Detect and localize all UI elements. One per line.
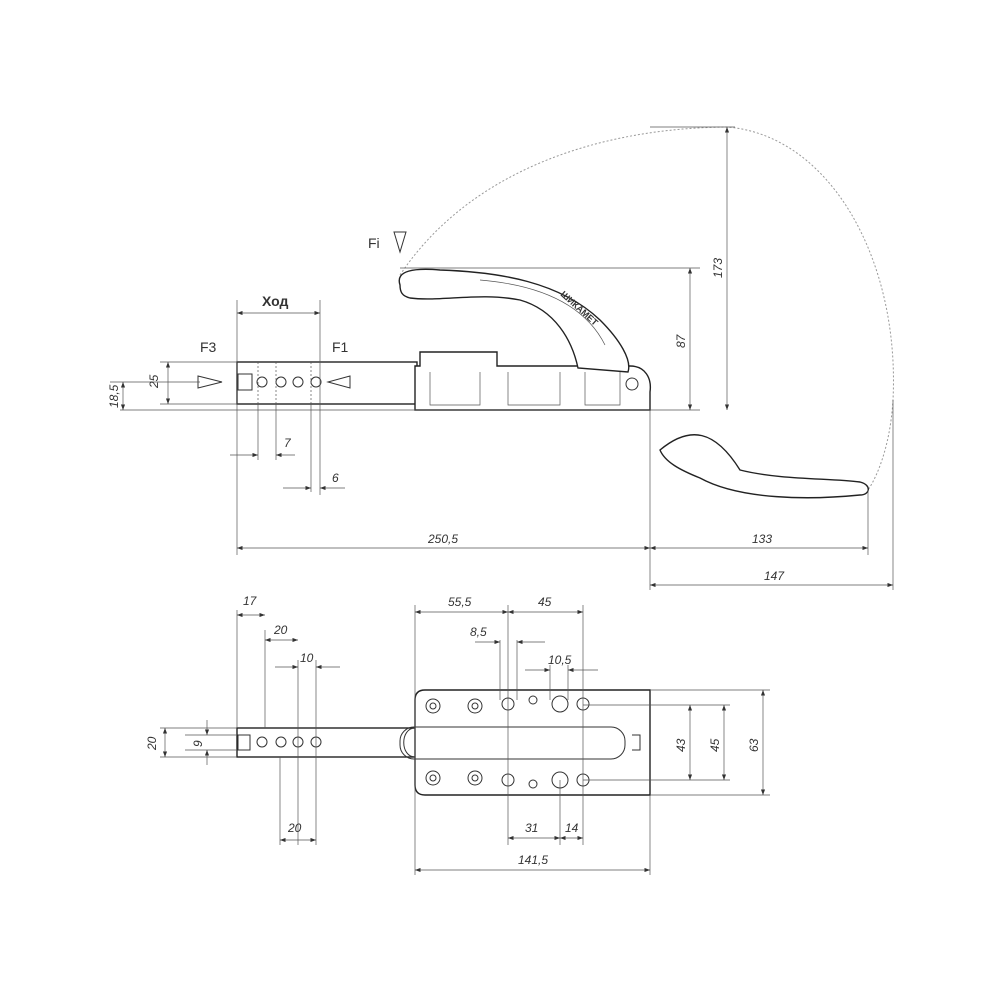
force-arrow-fi xyxy=(393,231,407,254)
dim-173: 173 xyxy=(711,258,725,278)
dim-20-bottom: 20 xyxy=(287,821,302,835)
dim-9: 9 xyxy=(191,740,205,747)
dim-17: 17 xyxy=(243,594,258,608)
label-fi: Fi xyxy=(368,235,380,251)
dim-10-5: 10,5 xyxy=(548,653,572,667)
clamp-handle xyxy=(398,268,630,373)
handle-swing-arc xyxy=(399,126,894,491)
dim-18-5: 18,5 xyxy=(107,384,121,408)
label-f1: F1 xyxy=(332,339,349,355)
dim-6: 6 xyxy=(332,471,339,485)
dim-7: 7 xyxy=(284,436,292,450)
rod-holes xyxy=(256,362,322,404)
label-stroke: Ход xyxy=(262,293,289,309)
dim-250-5: 250,5 xyxy=(427,532,458,546)
dim-25: 25 xyxy=(147,374,161,389)
plunger-rod-top xyxy=(236,727,418,758)
force-arrow-f3 xyxy=(197,375,223,389)
open-handle xyxy=(659,434,869,499)
dim-87: 87 xyxy=(674,333,688,348)
top-dimensions xyxy=(160,605,770,875)
dim-43: 43 xyxy=(674,738,688,752)
dim-45-vertical: 45 xyxy=(708,738,722,752)
dim-8-5: 8,5 xyxy=(470,625,487,639)
dim-20-vertical: 20 xyxy=(145,736,159,751)
side-dimensions xyxy=(110,126,894,590)
dim-63: 63 xyxy=(747,738,761,752)
plunger-rod xyxy=(236,361,418,405)
rod-tip xyxy=(237,373,253,391)
clamp-base xyxy=(414,689,651,796)
dim-55-5: 55,5 xyxy=(448,595,472,609)
dim-147: 147 xyxy=(764,569,785,583)
force-arrow-f1 xyxy=(326,375,351,389)
dim-10: 10 xyxy=(300,651,314,665)
label-f3: F3 xyxy=(200,339,217,355)
handle-top xyxy=(399,726,626,760)
pivot-pin xyxy=(625,377,639,391)
body-ribs xyxy=(429,372,621,406)
top-view: 17 20 10 20 20 9 55,5 45 8,5 10,5 31 14 … xyxy=(145,594,770,875)
side-view: ШИКАМЕТ F3 F1 Fi Ход 18,5 25 7 6 250,5 1… xyxy=(107,126,894,590)
dim-45-horizontal: 45 xyxy=(538,595,552,609)
dim-14: 14 xyxy=(565,821,579,835)
dim-20-top: 20 xyxy=(273,623,288,637)
dim-31: 31 xyxy=(525,821,538,835)
dim-133: 133 xyxy=(752,532,772,546)
dim-141-5: 141,5 xyxy=(518,853,548,867)
